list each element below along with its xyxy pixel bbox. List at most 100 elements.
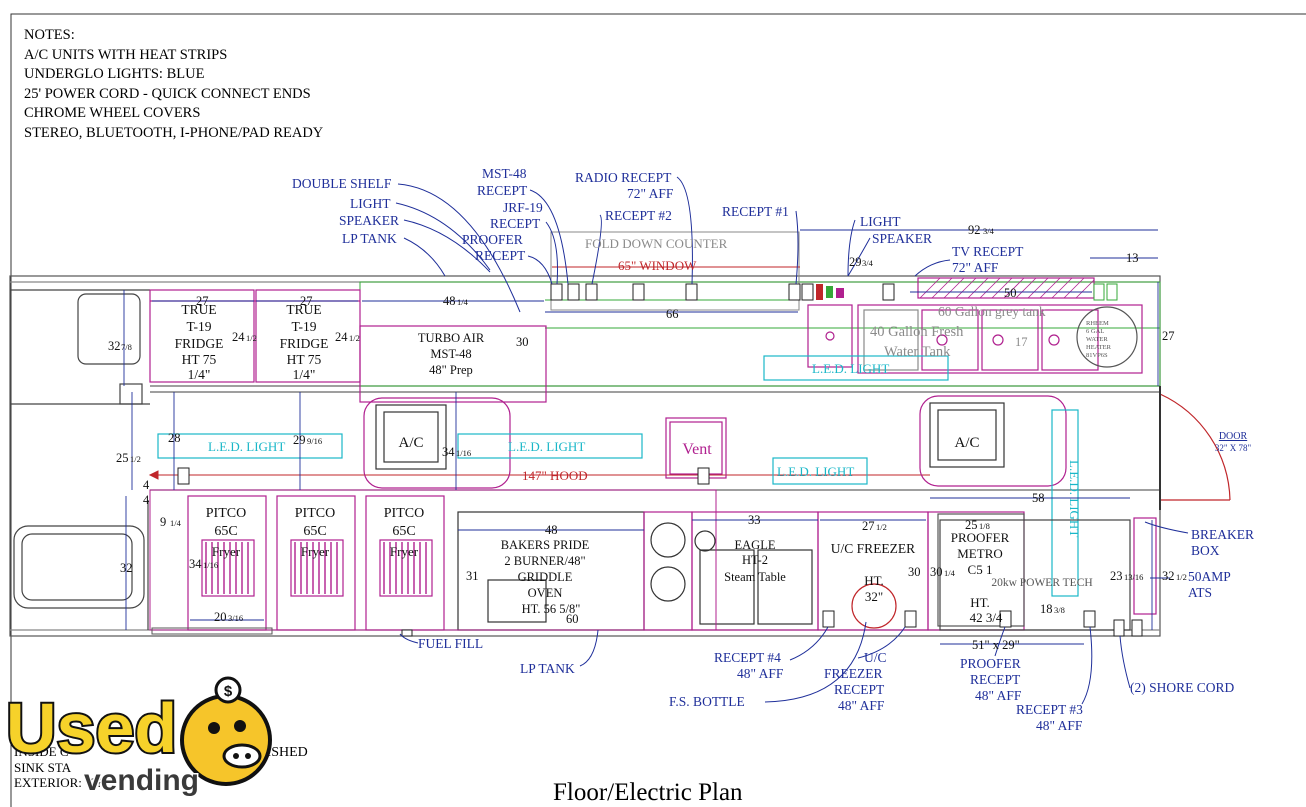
dim-29b-frac: 9/16 bbox=[307, 436, 322, 446]
dim-32l: 32 bbox=[120, 561, 133, 575]
eagle-line1: EAGLE bbox=[735, 538, 776, 552]
dim-9: 9 bbox=[160, 515, 166, 529]
dim-27c-frac: 1/2 bbox=[876, 522, 887, 532]
callout-speaker: SPEAKER bbox=[339, 213, 399, 228]
callout-lp-tank: LP TANK bbox=[342, 231, 397, 246]
notes-header: NOTES: bbox=[24, 27, 75, 43]
callout-tv-aff: 72" AFF bbox=[952, 260, 999, 275]
dim-25-frac: 1/2 bbox=[130, 454, 141, 464]
callout-radio: RADIO RECEPT bbox=[575, 170, 672, 185]
callout-light-2: LIGHT bbox=[860, 214, 901, 229]
dim-34: 34 bbox=[442, 445, 455, 459]
dim-92: 92 bbox=[968, 223, 981, 237]
fold-down-counter-outline bbox=[550, 231, 800, 311]
entry-door bbox=[1159, 393, 1231, 501]
callout-recept3-aff: 48" AFF bbox=[1036, 718, 1083, 733]
note-line: A/C UNITS WITH HEAT STRIPS bbox=[24, 46, 228, 63]
callout-tv: TV RECEPT bbox=[952, 244, 1024, 259]
proofer-metro-line1: PROOFER bbox=[951, 530, 1010, 545]
dim-27a: 27 bbox=[196, 294, 209, 308]
callout-recept4: RECEPT #4 bbox=[714, 650, 781, 665]
fridge1-line5: 1/4" bbox=[188, 367, 211, 382]
led-lights bbox=[157, 355, 1079, 597]
led-light-2: L.E.D. LIGHT bbox=[508, 439, 585, 454]
receptacles-bottom bbox=[401, 610, 1143, 637]
fryer1-line2: 65C bbox=[214, 524, 237, 539]
callout-uc-recept: RECEPT bbox=[834, 682, 885, 697]
water-heater-line5: 81VP6S bbox=[1086, 352, 1108, 359]
dim-30c-frac: 1/4 bbox=[944, 568, 956, 578]
bakers-line4: OVEN bbox=[528, 586, 563, 600]
dim-29: 29 bbox=[849, 255, 862, 269]
vent bbox=[665, 417, 727, 479]
dim-23: 23 bbox=[1110, 569, 1123, 583]
note-line: UNDERGLO LIGHTS: BLUE bbox=[24, 66, 205, 82]
fridge2-line5: 1/4" bbox=[293, 367, 316, 382]
dim-30: 30 bbox=[516, 335, 529, 349]
footer-line: EXTERIOR: ??? bbox=[14, 775, 103, 790]
bakers-line5: HT. 56 5/8" bbox=[522, 602, 581, 616]
dim-60: 60 bbox=[566, 612, 579, 626]
callout-uc-aff: 48" AFF bbox=[838, 698, 885, 713]
sinks-and-tanks bbox=[807, 277, 1143, 374]
callout-mst48: MST-48 bbox=[482, 166, 527, 181]
dim-25: 25 bbox=[116, 451, 129, 465]
logo-pig-snout bbox=[222, 743, 262, 769]
callout-uc-freezer: FREEZER bbox=[824, 666, 883, 681]
dimension-lines bbox=[123, 229, 1159, 645]
ucf-line3: 32" bbox=[865, 589, 883, 604]
fridge1-line3: FRIDGE bbox=[175, 336, 224, 351]
dim-48-frac: 1/4 bbox=[457, 297, 469, 307]
fridge1-line1: TRUE bbox=[181, 302, 216, 317]
fresh-water-line1: 40 Gallon Fresh bbox=[870, 324, 964, 340]
callout-proofer-b-recept: RECEPT bbox=[970, 672, 1021, 687]
callout-recept4-aff: 48" AFF bbox=[737, 666, 784, 681]
fryer-baskets bbox=[205, 542, 427, 594]
dim-23-frac: 13/16 bbox=[1124, 572, 1143, 582]
door-label: DOOR bbox=[1219, 431, 1248, 442]
led-light-1: L.E.D. LIGHT bbox=[208, 439, 285, 454]
bakers-line2: 2 BURNER/48" bbox=[504, 554, 585, 568]
dim-20-frac: 3/16 bbox=[228, 613, 243, 623]
callout-proofer-b-aff: 48" AFF bbox=[975, 688, 1022, 703]
callout-lp-tank-bottom: LP TANK bbox=[520, 661, 575, 676]
water-heater-line1: RHEEM bbox=[1086, 320, 1109, 327]
proofer-metro-line2: METRO bbox=[957, 546, 1003, 561]
proofer-metro-line5: 42 3/4 bbox=[970, 610, 1003, 625]
dim-25b: 25 bbox=[965, 518, 978, 532]
dim-32r-frac: 1/2 bbox=[1176, 572, 1187, 582]
footer-text: INSIDE C SINK STA EXTERIOR: ??? bbox=[14, 744, 102, 791]
callout-recept1: RECEPT #1 bbox=[722, 204, 789, 219]
callout-breaker-box: BOX bbox=[1191, 543, 1220, 558]
prep-table bbox=[359, 325, 547, 403]
grey-tank-hatch bbox=[919, 277, 1095, 299]
ucf-line2: HT. bbox=[864, 573, 884, 588]
logo-dollar-icon: $ bbox=[224, 683, 233, 700]
callout-light: LIGHT bbox=[350, 196, 391, 211]
hood-outline bbox=[148, 470, 930, 480]
fryer2-line2: 65C bbox=[303, 524, 326, 539]
callout-jrf19: JRF-19 bbox=[503, 200, 543, 215]
dim-20: 20 bbox=[214, 610, 227, 624]
callout-proofer-b: PROOFER bbox=[960, 656, 1021, 671]
water-heater-line4: HEATER bbox=[1086, 344, 1112, 351]
dim-29-frac: 3/4 bbox=[862, 258, 874, 268]
dim-66: 66 bbox=[666, 307, 679, 321]
water-heater-line2: 6 GAL bbox=[1086, 328, 1104, 335]
logo-coin-icon bbox=[214, 676, 242, 704]
fridge2-line2: T-19 bbox=[291, 319, 316, 334]
callout-jrf19-recept: RECEPT bbox=[490, 216, 541, 231]
led-light-5: L.E.D. LIGHT bbox=[1067, 460, 1082, 537]
dim-27r: 27 bbox=[1162, 329, 1175, 343]
fryer2-line3: Fryer bbox=[301, 544, 330, 559]
logo-pig-eye bbox=[208, 722, 220, 734]
trailer-tongue bbox=[10, 289, 150, 630]
bakers-line1: BAKERS PRIDE bbox=[501, 538, 590, 552]
dim-17: 17 bbox=[1015, 335, 1028, 349]
fryer3-line1: PITCO bbox=[384, 506, 424, 521]
fresh-water-line2: Water Tank bbox=[884, 344, 951, 360]
dim-24b-frac: 1/2 bbox=[349, 333, 360, 343]
vent-label: Vent bbox=[682, 441, 712, 458]
note-line: STEREO, BLUETOOTH, I-PHONE/PAD READY bbox=[24, 124, 324, 141]
